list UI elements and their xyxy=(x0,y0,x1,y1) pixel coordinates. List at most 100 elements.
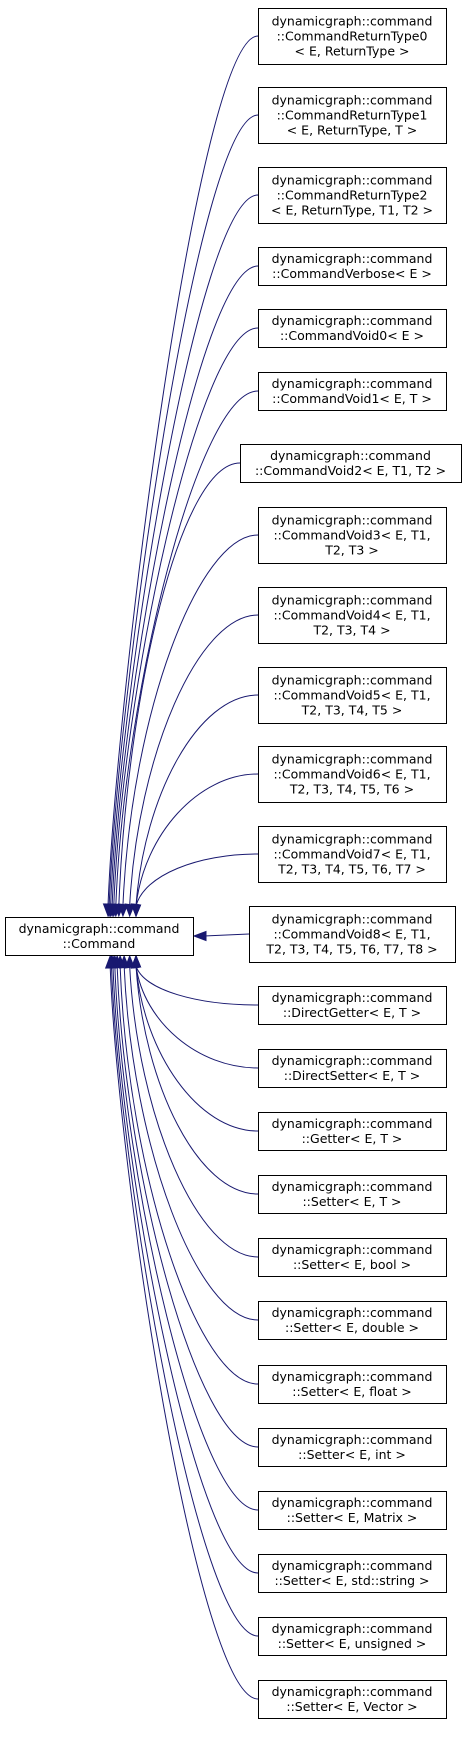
inheritance-edge xyxy=(116,965,259,1448)
derived-class-node-label-line: T2, T3, T4 > xyxy=(312,623,390,638)
derived-class-node-box xyxy=(258,309,447,348)
derived-class-node[interactable]: dynamicgraph::command::Setter< E, bool > xyxy=(258,1238,447,1277)
derived-class-node-label-line: dynamicgraph::command xyxy=(272,251,433,266)
derived-class-node[interactable]: dynamicgraph::command::Setter< E, double… xyxy=(258,1301,447,1340)
derived-class-node-box xyxy=(258,1175,447,1214)
inheritance-edge xyxy=(110,194,259,907)
derived-class-node-label-line: ::DirectSetter< E, T > xyxy=(284,1068,420,1083)
derived-class-node[interactable]: dynamicgraph::command::DirectSetter< E, … xyxy=(258,1049,447,1088)
derived-class-node-box xyxy=(258,1049,447,1088)
inheritance-edge xyxy=(112,965,259,1574)
derived-class-node-label-line: ::Setter< E, Vector > xyxy=(286,1699,417,1714)
inheritance-edge xyxy=(119,965,259,1385)
derived-class-node-label-line: dynamicgraph::command xyxy=(272,1116,433,1131)
derived-class-node-box xyxy=(258,247,447,286)
derived-class-node-label-line: ::Getter< E, T > xyxy=(302,1131,403,1146)
derived-class-node[interactable]: dynamicgraph::command::CommandReturnType… xyxy=(258,167,447,224)
derived-class-node-label-line: ::Setter< E, int > xyxy=(298,1447,406,1462)
derived-class-node[interactable]: dynamicgraph::command::CommandVoid7< E, … xyxy=(258,826,447,883)
derived-class-node-label-line: ::CommandVoid2< E, T1, T2 > xyxy=(255,463,446,478)
base-class-node[interactable]: dynamicgraph::command::Command xyxy=(5,917,194,956)
derived-class-node-label-line: dynamicgraph::command xyxy=(272,1684,433,1699)
derived-class-node-label-line: T2, T3 > xyxy=(324,543,379,558)
derived-class-node[interactable]: dynamicgraph::command::DirectGetter< E, … xyxy=(258,986,447,1025)
derived-class-node-label-line: dynamicgraph::command xyxy=(272,1242,433,1257)
derived-class-node-label-line: dynamicgraph::command xyxy=(272,673,433,688)
inheritance-edge xyxy=(118,462,241,907)
derived-class-node-label-line: dynamicgraph::command xyxy=(272,1621,433,1636)
derived-class-node-label-line: dynamicgraph::command xyxy=(272,14,433,29)
derived-class-node-label-line: ::Setter< E, std::string > xyxy=(274,1573,429,1588)
derived-class-node-label-line: dynamicgraph::command xyxy=(272,376,433,391)
derived-class-node-box xyxy=(258,746,447,803)
derived-class-node-label-line: dynamicgraph::command xyxy=(272,593,433,608)
derived-class-node[interactable]: dynamicgraph::command::Setter< E, Matrix… xyxy=(258,1491,447,1530)
derived-class-node[interactable]: dynamicgraph::command::CommandVerbose< E… xyxy=(258,247,447,286)
inheritance-arrowhead xyxy=(117,903,129,918)
inheritance-edge xyxy=(203,933,250,937)
inheritance-edges xyxy=(102,35,259,1700)
derived-class-node[interactable]: dynamicgraph::command::Setter< E, float … xyxy=(258,1365,447,1404)
base-class-node-label-line: ::Command xyxy=(63,936,136,951)
derived-class-node[interactable]: dynamicgraph::command::CommandVoid4< E, … xyxy=(258,587,447,644)
derived-class-node-box xyxy=(258,1238,447,1277)
inheritance-edge xyxy=(115,390,259,907)
inheritance-edge xyxy=(135,965,259,1132)
derived-class-node-label-line: dynamicgraph::command xyxy=(272,832,433,847)
derived-class-node-label-line: dynamicgraph::command xyxy=(272,513,433,528)
derived-class-node-label-line: dynamicgraph::command xyxy=(272,1495,433,1510)
inheritance-edge xyxy=(135,965,259,1195)
derived-class-node[interactable]: dynamicgraph::command::Setter< E, T > xyxy=(258,1175,447,1214)
derived-class-node-box xyxy=(249,906,456,963)
derived-class-node-label-line: ::Setter< E, double > xyxy=(285,1320,419,1335)
derived-class-node-box xyxy=(258,587,447,644)
derived-class-node-box xyxy=(258,1617,447,1656)
inheritance-arrowhead xyxy=(192,930,207,942)
derived-class-node-label-line: ::Setter< E, float > xyxy=(292,1384,412,1399)
derived-class-node-label-line: dynamicgraph::command xyxy=(272,1179,433,1194)
derived-class-node-label-line: dynamicgraph::command xyxy=(272,912,433,927)
inheritance-edge xyxy=(129,965,259,1258)
derived-class-node[interactable]: dynamicgraph::command::CommandReturnType… xyxy=(258,8,447,65)
derived-class-node[interactable]: dynamicgraph::command::Setter< E, unsign… xyxy=(258,1617,447,1656)
derived-class-node-label-line: T2, T3, T4, T5, T6 > xyxy=(289,782,414,797)
inheritance-edge xyxy=(113,327,259,907)
inheritance-edge xyxy=(135,853,259,907)
derived-class-node-box xyxy=(258,1554,447,1593)
base-class-node-box xyxy=(5,917,194,956)
derived-class-node-label-line: dynamicgraph::command xyxy=(272,173,433,188)
inheritance-edge xyxy=(111,265,259,907)
derived-class-node[interactable]: dynamicgraph::command::CommandVoid1< E, … xyxy=(258,372,447,411)
derived-class-node-label-line: ::Setter< E, Matrix > xyxy=(287,1510,418,1525)
derived-class-node-label-line: ::Setter< E, bool > xyxy=(293,1257,411,1272)
derived-class-node[interactable]: dynamicgraph::command::CommandVoid3< E, … xyxy=(258,507,447,564)
derived-class-node-label-line: dynamicgraph::command xyxy=(272,752,433,767)
derived-class-node-label-line: ::DirectGetter< E, T > xyxy=(283,1005,421,1020)
inheritance-edge xyxy=(135,965,259,1069)
derived-class-node[interactable]: dynamicgraph::command::Setter< E, Vector… xyxy=(258,1680,447,1719)
derived-class-node-box xyxy=(258,372,447,411)
inheritance-edge xyxy=(110,965,259,1637)
derived-class-node[interactable]: dynamicgraph::command::Setter< E, int > xyxy=(258,1428,447,1467)
derived-class-node[interactable]: dynamicgraph::command::CommandVoid2< E, … xyxy=(240,444,462,483)
derived-class-node[interactable]: dynamicgraph::command::Getter< E, T > xyxy=(258,1112,447,1151)
derived-class-node-label-line: ::CommandVoid4< E, T1, xyxy=(273,608,430,623)
inheritance-edge xyxy=(129,614,259,907)
derived-class-node[interactable]: dynamicgraph::command::CommandReturnType… xyxy=(258,87,447,144)
derived-class-node[interactable]: dynamicgraph::command::Setter< E, std::s… xyxy=(258,1554,447,1593)
inheritance-edge xyxy=(135,694,259,907)
derived-class-node[interactable]: dynamicgraph::command::CommandVoid8< E, … xyxy=(249,906,456,963)
derived-class-node-box xyxy=(258,1680,447,1719)
inheritance-edge xyxy=(135,773,259,907)
derived-class-node[interactable]: dynamicgraph::command::CommandVoid0< E > xyxy=(258,309,447,348)
derived-class-node-label-line: dynamicgraph::command xyxy=(272,1369,433,1384)
derived-class-node-label-line: ::CommandVoid6< E, T1, xyxy=(273,767,430,782)
derived-class-node-box xyxy=(258,1491,447,1530)
derived-class-node[interactable]: dynamicgraph::command::CommandVoid6< E, … xyxy=(258,746,447,803)
derived-class-node[interactable]: dynamicgraph::command::CommandVoid5< E, … xyxy=(258,667,447,724)
inheritance-edge xyxy=(107,35,259,907)
derived-class-node-label-line: dynamicgraph::command xyxy=(272,1558,433,1573)
inheritance-edge xyxy=(135,965,259,1006)
inheritance-arrowhead xyxy=(124,903,135,918)
